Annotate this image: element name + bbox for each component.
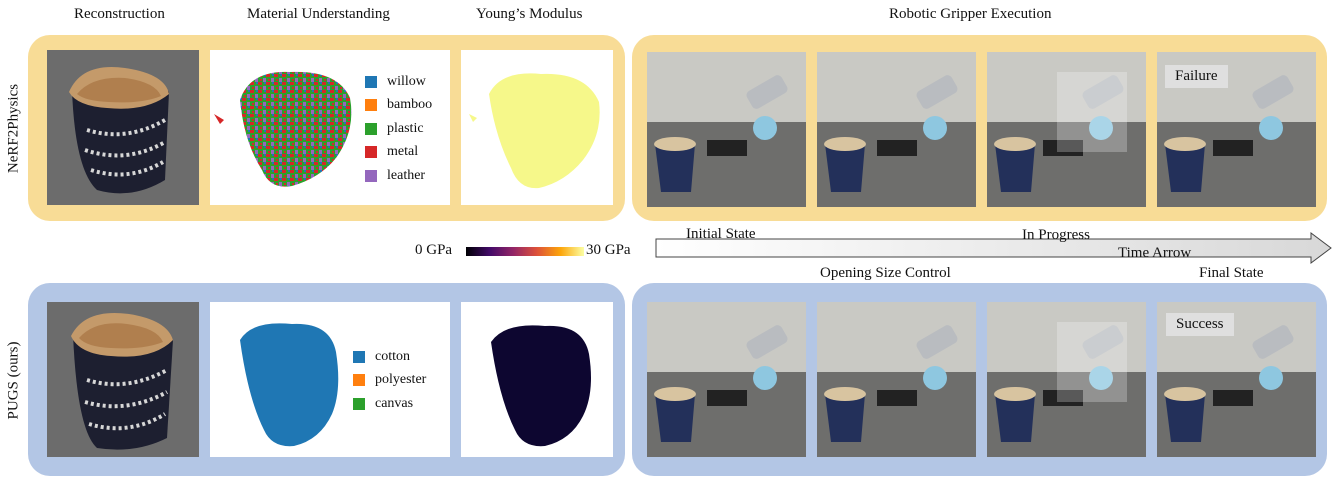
- legend-label: canvas: [375, 395, 414, 411]
- legend-swatch: [353, 374, 365, 387]
- time-arrow: [655, 232, 1332, 264]
- legend-swatch: [365, 169, 377, 182]
- modulus-map-bottom: [461, 302, 613, 457]
- legend-item: polyester: [353, 369, 426, 393]
- time-arrow-label: Time Arrow: [1118, 245, 1192, 261]
- legend-swatch: [365, 99, 377, 112]
- gripper-scene: [817, 302, 976, 457]
- gripper-scene: [987, 302, 1146, 457]
- legend-swatch: [365, 122, 377, 135]
- success-badge: Success: [1166, 313, 1234, 336]
- material-map-top: willow bamboo plastic metal leather: [210, 50, 450, 205]
- gripper-photo-top-2: [817, 52, 976, 207]
- legend-item: willow: [365, 70, 432, 94]
- material-pointcloud-bottom: [240, 323, 339, 447]
- legend-label: bamboo: [387, 97, 433, 113]
- header-youngs-modulus: Young’s Modulus: [476, 6, 583, 22]
- row-label-pugs: PUGS (ours): [5, 341, 22, 420]
- legend-item: canvas: [353, 392, 426, 416]
- header-robotic-gripper: Robotic Gripper Execution: [889, 6, 1052, 22]
- material-map-bottom: cotton polyester canvas: [210, 302, 450, 457]
- legend-top: willow bamboo plastic metal leather: [365, 70, 432, 188]
- legend-label: polyester: [375, 372, 427, 388]
- gripper-photo-top-1: [647, 52, 806, 207]
- legend-label: leather: [387, 167, 426, 183]
- gripper-photo-bottom-2: [817, 302, 976, 457]
- colorbar: [466, 247, 584, 256]
- opening-size-control-label: Opening Size Control: [820, 265, 951, 281]
- colorbar-max-label: 30 GPa: [586, 242, 631, 258]
- legend-label: willow: [387, 73, 426, 89]
- in-progress-label: In Progress: [1022, 227, 1090, 243]
- gripper-scene: [1157, 302, 1316, 457]
- colorbar-min-label: 0 GPa: [415, 242, 453, 258]
- modulus-map-top: [461, 50, 613, 205]
- initial-state-label: Initial State: [686, 226, 756, 242]
- legend-swatch: [365, 75, 377, 88]
- material-pointcloud-top: [214, 71, 352, 187]
- gripper-scene: [817, 52, 976, 207]
- row-label-nerf2physics: NeRF2Physics: [5, 83, 22, 174]
- legend-item: leather: [365, 164, 432, 188]
- legend-item: bamboo: [365, 94, 432, 118]
- gripper-photo-top-3: [987, 52, 1146, 207]
- legend-swatch: [365, 146, 377, 159]
- legend-label: plastic: [387, 120, 424, 136]
- header-material-understanding: Material Understanding: [247, 6, 390, 22]
- gripper-photo-bottom-1: [647, 302, 806, 457]
- gripper-scene: [987, 52, 1146, 207]
- modulus-shape-top: [469, 73, 600, 189]
- gripper-photo-bottom-4: [1157, 302, 1316, 457]
- reconstruction-image-bottom: [47, 302, 199, 457]
- legend-label: cotton: [375, 348, 410, 364]
- basket-icon: [69, 67, 169, 194]
- basket-icon: [71, 312, 173, 450]
- legend-swatch: [353, 350, 365, 363]
- legend-swatch: [353, 397, 365, 410]
- header-reconstruction: Reconstruction: [74, 6, 165, 22]
- gripper-photo-bottom-3: [987, 302, 1146, 457]
- failure-badge: Failure: [1165, 65, 1228, 88]
- legend-item: plastic: [365, 117, 432, 141]
- legend-item: metal: [365, 141, 432, 165]
- gripper-scene: [647, 52, 806, 207]
- legend-bottom: cotton polyester canvas: [353, 345, 426, 416]
- modulus-shape-bottom: [491, 325, 591, 447]
- final-state-label: Final State: [1199, 265, 1264, 281]
- legend-label: metal: [387, 144, 419, 160]
- reconstruction-image-top: [47, 50, 199, 205]
- gripper-scene: [647, 302, 806, 457]
- legend-item: cotton: [353, 345, 426, 369]
